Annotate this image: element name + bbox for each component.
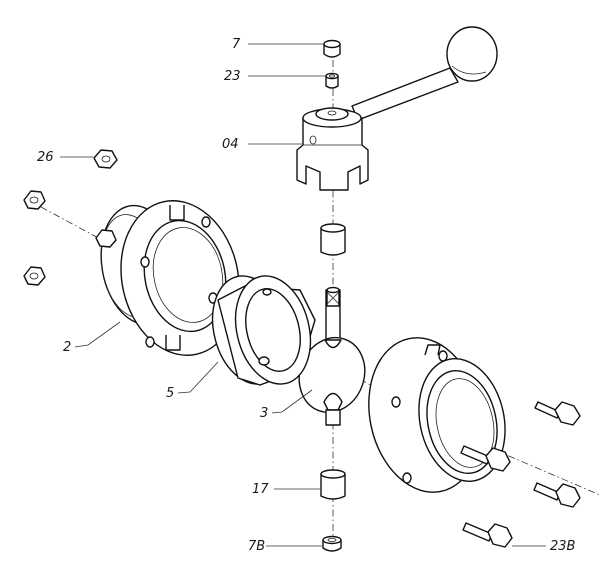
- lower-bushing-top: [320, 469, 346, 479]
- bolt-shank: [533, 482, 561, 501]
- upper-bushing-body: [320, 227, 346, 256]
- stem-square-cross: [326, 291, 340, 305]
- label-part-17: 17: [252, 482, 269, 497]
- bolt-head: [555, 483, 581, 508]
- left-flange-bore: [143, 219, 227, 333]
- right-flange-hole: [402, 472, 412, 484]
- handle-body: [296, 117, 369, 191]
- left-flange-slot-bottom: [165, 335, 181, 351]
- cap-part-7: [323, 39, 341, 58]
- right-flange-slot: [424, 344, 441, 356]
- bolt-head: [487, 523, 513, 548]
- bottom-cap-hole: [327, 538, 337, 543]
- right-flange: [368, 337, 506, 493]
- left-flange-hole: [201, 216, 211, 228]
- part-labels: 7 23 04 26 2 5 3 17 7B 23B: [37, 37, 576, 554]
- hex-nut-26-hole: [101, 155, 111, 163]
- nut-part-23: [325, 72, 339, 89]
- disc-upper-boss: [324, 339, 342, 349]
- bolt-shank: [462, 522, 493, 542]
- small-nut-top: [325, 72, 339, 80]
- small-nut-hole: [329, 74, 335, 78]
- handle-top-boss: [315, 107, 349, 121]
- label-part-26: 26: [37, 150, 54, 165]
- hex-bolts-23b: [460, 401, 581, 548]
- cap-top: [323, 39, 341, 49]
- hex-nut: [95, 229, 117, 248]
- hex-nut: [23, 190, 46, 210]
- label-part-04: 04: [222, 137, 239, 152]
- seat-ring-hole-bottom: [258, 356, 270, 366]
- handle-ball-highlight: [451, 65, 487, 75]
- upper-bushing-top: [320, 223, 346, 233]
- handle-part-04: [296, 26, 498, 191]
- hex-nut: [23, 266, 46, 286]
- label-part-7: 7: [232, 37, 241, 52]
- right-flange-hole: [391, 396, 401, 408]
- left-flange-bore-inner: [152, 227, 224, 323]
- handle-top-hole: [327, 110, 337, 116]
- seat-ring-bore: [245, 288, 301, 372]
- label-part-2: 2: [63, 340, 71, 355]
- flange-part-2: [100, 200, 240, 356]
- right-flange-bore-inner: [435, 378, 495, 468]
- cap-part-7b: [322, 535, 342, 552]
- seat-ring-part-5: [211, 275, 316, 386]
- handle-side-hole: [309, 135, 317, 145]
- left-flange-hole: [145, 336, 155, 348]
- upper-bushing: [320, 223, 346, 256]
- lower-bushing-body: [320, 473, 346, 500]
- leader-5: [177, 361, 219, 394]
- bottom-cap-top: [322, 535, 342, 545]
- label-part-5: 5: [166, 386, 174, 401]
- leader-3: [271, 389, 313, 414]
- label-part-23b: 23B: [550, 539, 576, 554]
- disc-lower-boss: [323, 392, 343, 411]
- handle-lever: [351, 67, 459, 121]
- bolt-head: [554, 401, 581, 426]
- label-part-23: 23: [224, 69, 241, 84]
- disc-part-3: [298, 286, 366, 426]
- hex-nut-26: [93, 149, 118, 169]
- bolt-shank: [534, 401, 561, 419]
- bolt-axis-line: [494, 449, 601, 496]
- hex-nuts: [23, 149, 118, 286]
- stem-top-face: [326, 286, 340, 294]
- label-part-7b: 7B: [248, 539, 265, 554]
- hex-nut-hole: [29, 196, 39, 204]
- label-part-3: 3: [260, 406, 268, 421]
- leader-2: [74, 321, 121, 348]
- handle-ball: [446, 26, 498, 82]
- right-flange-hole: [438, 350, 448, 362]
- bushing-part-17: [320, 469, 346, 500]
- left-flange-hole: [140, 256, 150, 268]
- left-flange-slot-top: [169, 205, 185, 221]
- bolt-shank: [460, 445, 491, 465]
- stem-lower: [325, 409, 341, 426]
- leader-lines: [60, 43, 546, 547]
- seat-ring-hole-top: [262, 288, 272, 296]
- hex-nut-hole: [29, 272, 39, 280]
- bolt-head: [485, 447, 511, 472]
